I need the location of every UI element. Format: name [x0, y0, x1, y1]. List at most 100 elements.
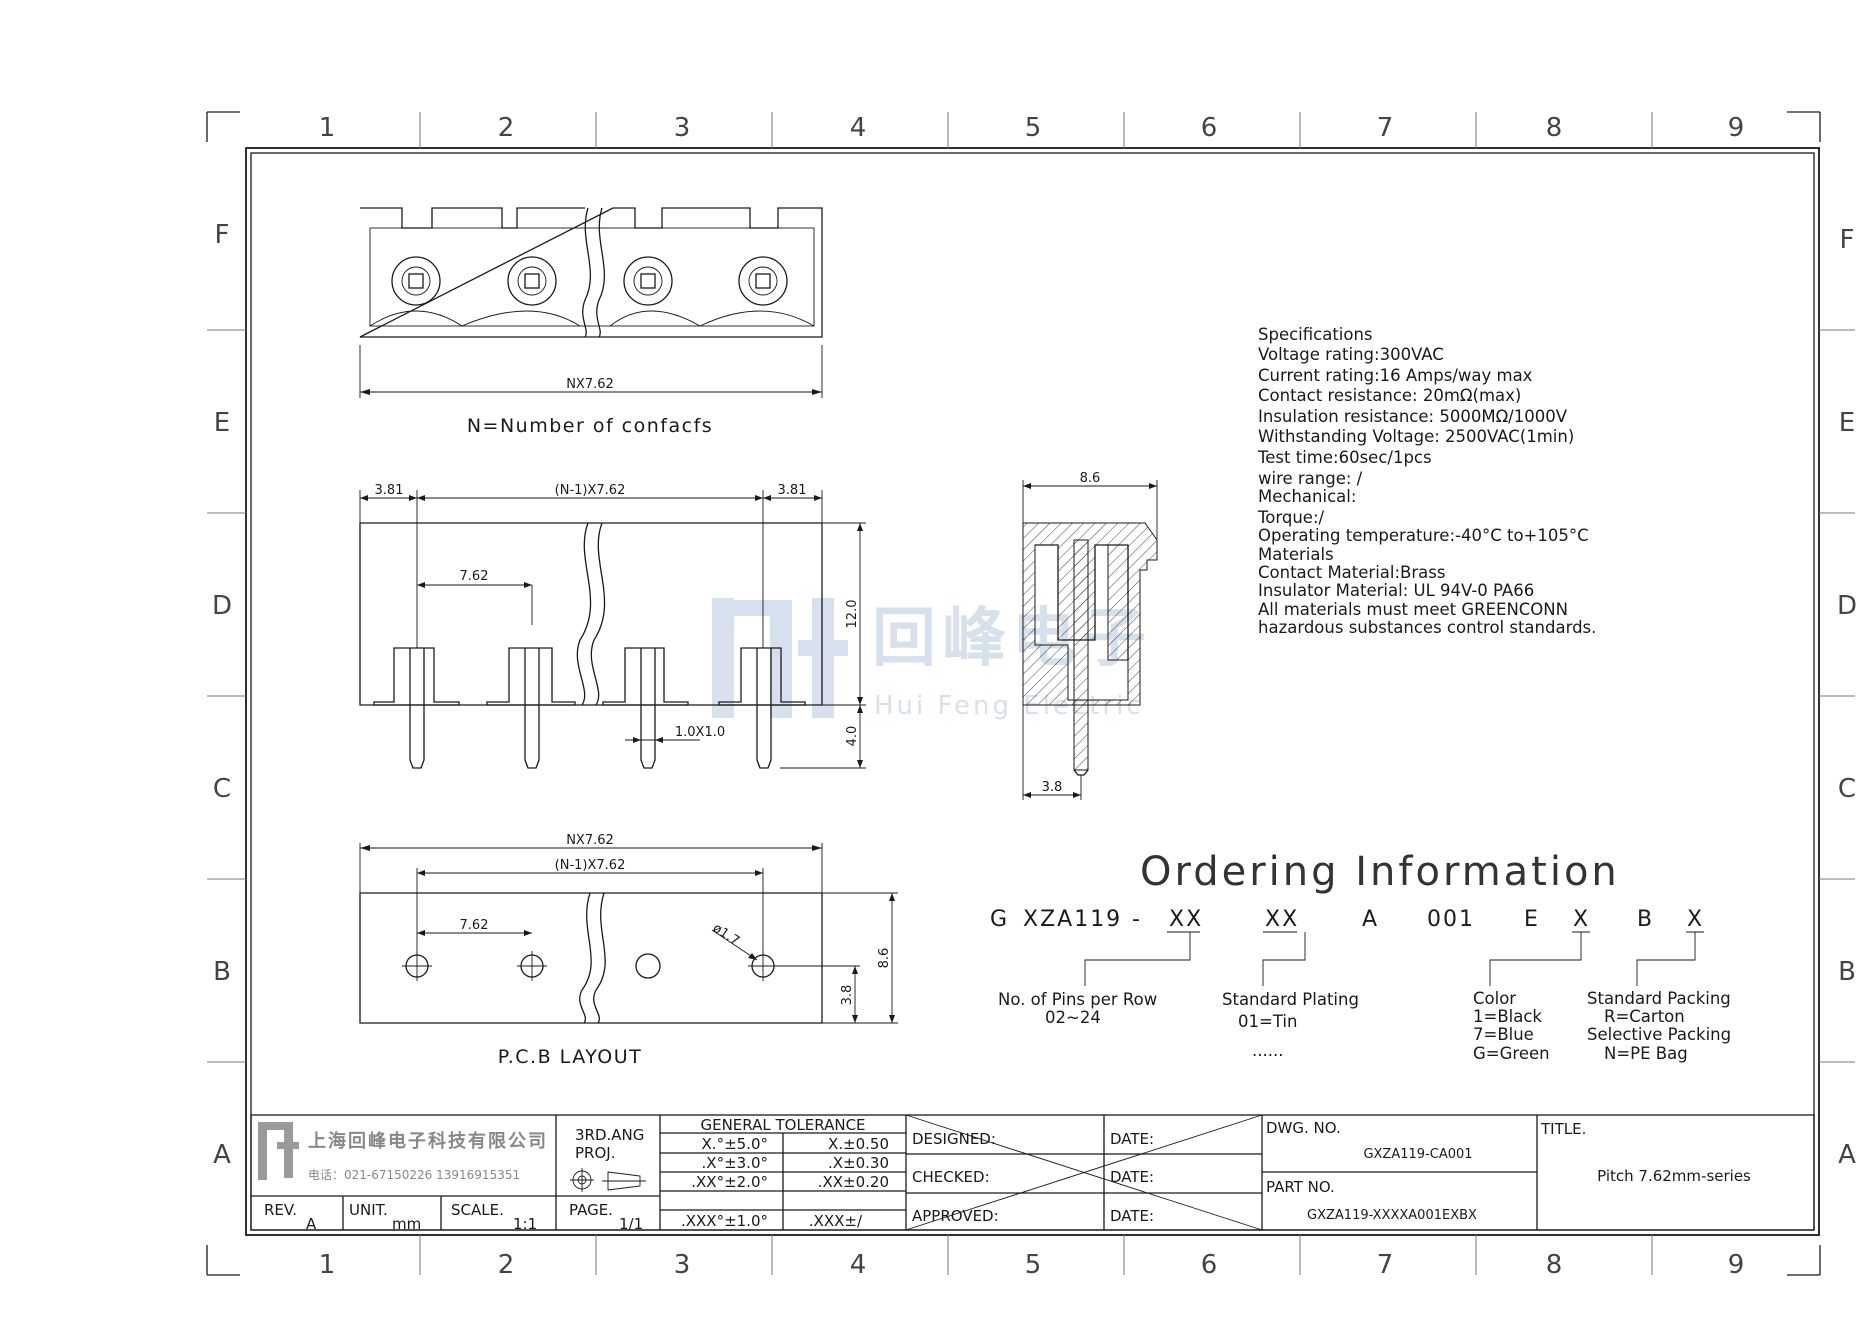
front-view: 3.81 (N-1)X7.62 3.81 7.62 12.0 4.0 1.0X1…: [359, 483, 866, 769]
projection-symbol-icon: [570, 1168, 646, 1192]
top-view: NX7.62 N=Number of confacfs: [359, 207, 823, 437]
ordering-code: G XZA119 - XX XX A 001 E X B X: [990, 907, 1702, 932]
zone-col-7: 7: [1377, 113, 1394, 143]
zone-row-e: E: [214, 408, 230, 438]
zone-row-d: D: [212, 591, 232, 621]
title-value: Pitch 7.62mm-series: [1597, 1167, 1751, 1185]
zone-row-e-right: E: [1839, 408, 1855, 438]
tol-linear: .XXX±/: [809, 1212, 863, 1230]
tol-linear: X.±0.50: [828, 1135, 889, 1153]
zone-col-6-bottom: 6: [1201, 1250, 1218, 1280]
zone-col-6: 6: [1201, 113, 1218, 143]
plating-label: Standard Plating: [1222, 990, 1359, 1009]
unit-value: mm: [392, 1215, 421, 1233]
scale-label: SCALE.: [451, 1201, 504, 1219]
specifications: Specifications Voltage rating:300VAC Cur…: [1257, 325, 1596, 637]
zone-col-8-bottom: 8: [1546, 1250, 1563, 1280]
front-dim-height: 12.0: [845, 600, 860, 629]
zone-col-9: 9: [1728, 113, 1745, 143]
pcb-dim-span: (N-1)X7.62: [555, 858, 626, 873]
pcb-dim-hole: ø1.7: [710, 921, 742, 949]
zone-col-1-bottom: 1: [319, 1250, 336, 1280]
pcb-dim-hole-offset: 3.8: [840, 985, 855, 1006]
proj-label-1: 3RD.ANG: [575, 1126, 644, 1144]
page-label: PAGE.: [569, 1201, 613, 1219]
pins-label: No. of Pins per Row: [998, 990, 1157, 1009]
tol-angle: .XXX°±1.0°: [681, 1212, 768, 1230]
color-option: G=Green: [1473, 1044, 1550, 1063]
packing-label: Standard Packing: [1587, 989, 1731, 1008]
company-phone: 电话：021-67150226 13916915351: [308, 1168, 520, 1182]
code-color: X: [1573, 907, 1590, 932]
date-label: DATE:: [1110, 1207, 1154, 1225]
column-labels-bottom: 1 2 3 4 5 6 7 8 9: [319, 1250, 1745, 1280]
zone-row-b: B: [213, 957, 231, 987]
code-series: XZA119: [1023, 907, 1122, 932]
watermark-cn: 回峰电子: [872, 602, 1152, 676]
terminal-screws: [391, 256, 788, 306]
top-view-caption: N=Number of confacfs: [467, 415, 713, 437]
rev-value: A: [306, 1215, 317, 1233]
side-dim-pin-offset: 3.8: [1042, 780, 1063, 795]
tol-angle: .X°±3.0°: [702, 1154, 768, 1172]
zone-row-a-right: A: [1838, 1140, 1856, 1170]
zone-row-a: A: [213, 1140, 231, 1170]
code-001: 001: [1427, 907, 1475, 932]
watermark-en: Hui Feng Electric: [874, 691, 1144, 721]
pcb-dim-overall: NX7.62: [566, 833, 614, 848]
spec-line: Mechanical:: [1258, 487, 1356, 506]
pcb-dim-height: 8.6: [877, 948, 892, 969]
zone-row-f: F: [215, 220, 230, 250]
zone-col-1: 1: [319, 113, 336, 143]
title-label: TITLE.: [1540, 1120, 1586, 1138]
zone-col-8: 8: [1546, 113, 1563, 143]
part-no-label: PART NO.: [1266, 1178, 1335, 1196]
dwg-no-label: DWG. NO.: [1266, 1119, 1341, 1137]
spec-line: Specifications: [1258, 325, 1373, 344]
ordering-title: Ordering Information: [1140, 849, 1620, 895]
front-dim-edge-left: 3.81: [375, 483, 404, 498]
code-e: E: [1524, 907, 1540, 932]
zone-col-5-bottom: 5: [1025, 1250, 1042, 1280]
column-labels-top: 1 2 3 4 5 6 7 8 9: [319, 113, 1745, 143]
code-b: B: [1637, 907, 1654, 932]
zone-row-f-right: F: [1840, 225, 1855, 255]
zone-col-3-bottom: 3: [674, 1250, 691, 1280]
title-block: 上海回峰电子科技有限公司 电话：021-67150226 13916915351…: [250, 1114, 1815, 1233]
zone-col-2-bottom: 2: [498, 1250, 515, 1280]
scale-value: 1:1: [513, 1215, 537, 1233]
spec-line: hazardous substances control standards.: [1258, 618, 1596, 637]
date-label: DATE:: [1110, 1130, 1154, 1148]
code-plating: XX: [1265, 907, 1299, 932]
color-option: 7=Blue: [1473, 1025, 1534, 1044]
side-view: 8.6 3.8: [1022, 471, 1158, 800]
page-value: 1/1: [619, 1215, 643, 1233]
spec-line: wire range: /: [1258, 469, 1363, 488]
row-labels-right: F E D C B A: [1837, 225, 1857, 1170]
date-label: DATE:: [1110, 1168, 1154, 1186]
unit-label: UNIT.: [349, 1201, 388, 1219]
zone-col-9-bottom: 9: [1728, 1250, 1745, 1280]
front-dim-span: (N-1)X7.62: [555, 483, 626, 498]
plating-more: ......: [1252, 1041, 1283, 1060]
proj-label-2: PROJ.: [575, 1144, 615, 1162]
spec-line: Voltage rating:300VAC: [1258, 345, 1444, 364]
color-label: Color: [1473, 989, 1516, 1008]
tol-angle: X.°±5.0°: [702, 1135, 768, 1153]
tol-linear: .XX±0.20: [818, 1173, 889, 1191]
designed-label: DESIGNED:: [912, 1130, 996, 1148]
company-logo: [258, 1122, 299, 1180]
spec-line: Current rating:16 Amps/way max: [1258, 366, 1533, 385]
spec-line: Contact Material:Brass: [1258, 563, 1445, 582]
row-labels-left: F E D C B A: [212, 220, 232, 1170]
code-a: A: [1362, 907, 1379, 932]
zone-col-4: 4: [850, 113, 867, 143]
spec-line: Torque:/: [1257, 508, 1325, 527]
packing-std: R=Carton: [1604, 1007, 1685, 1026]
ordering-information: Ordering Information G XZA119 - XX XX A …: [990, 849, 1731, 1063]
spec-line: Insulation resistance: 5000MΩ/1000V: [1258, 407, 1568, 426]
part-no-value: GXZA119-XXXXA001EXBX: [1307, 1208, 1477, 1223]
spec-line: Materials: [1258, 545, 1334, 564]
pcb-layout: NX7.62 (N-1)X7.62 7.62 ø1.7 8.6 3.8 P.C.…: [359, 833, 898, 1068]
zone-col-3: 3: [674, 113, 691, 143]
